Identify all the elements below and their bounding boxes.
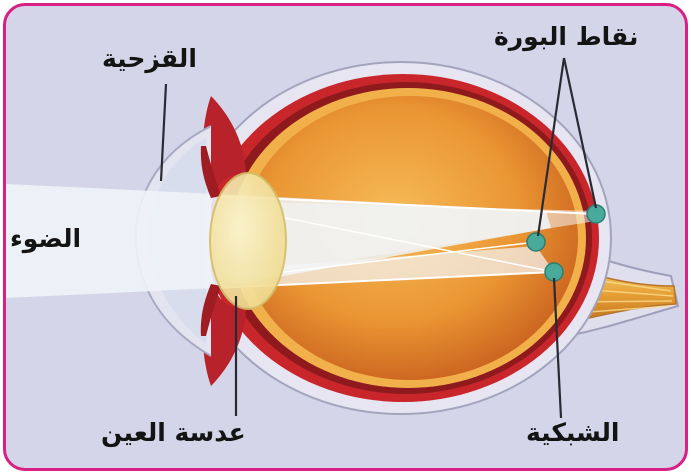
label-light: الضوء [10,226,81,251]
diagram-frame: القزحية نقاط البورة الضوء عدسة العين الش… [3,3,688,471]
label-iris: القزحية [102,46,197,71]
label-retina: الشبكية [526,420,620,445]
eye-diagram [6,6,685,468]
eye-lens [210,173,286,309]
focal-point-2 [527,233,545,251]
label-focal-points: نقاط البورة [494,24,638,49]
label-eye-lens: عدسة العين [101,420,246,445]
